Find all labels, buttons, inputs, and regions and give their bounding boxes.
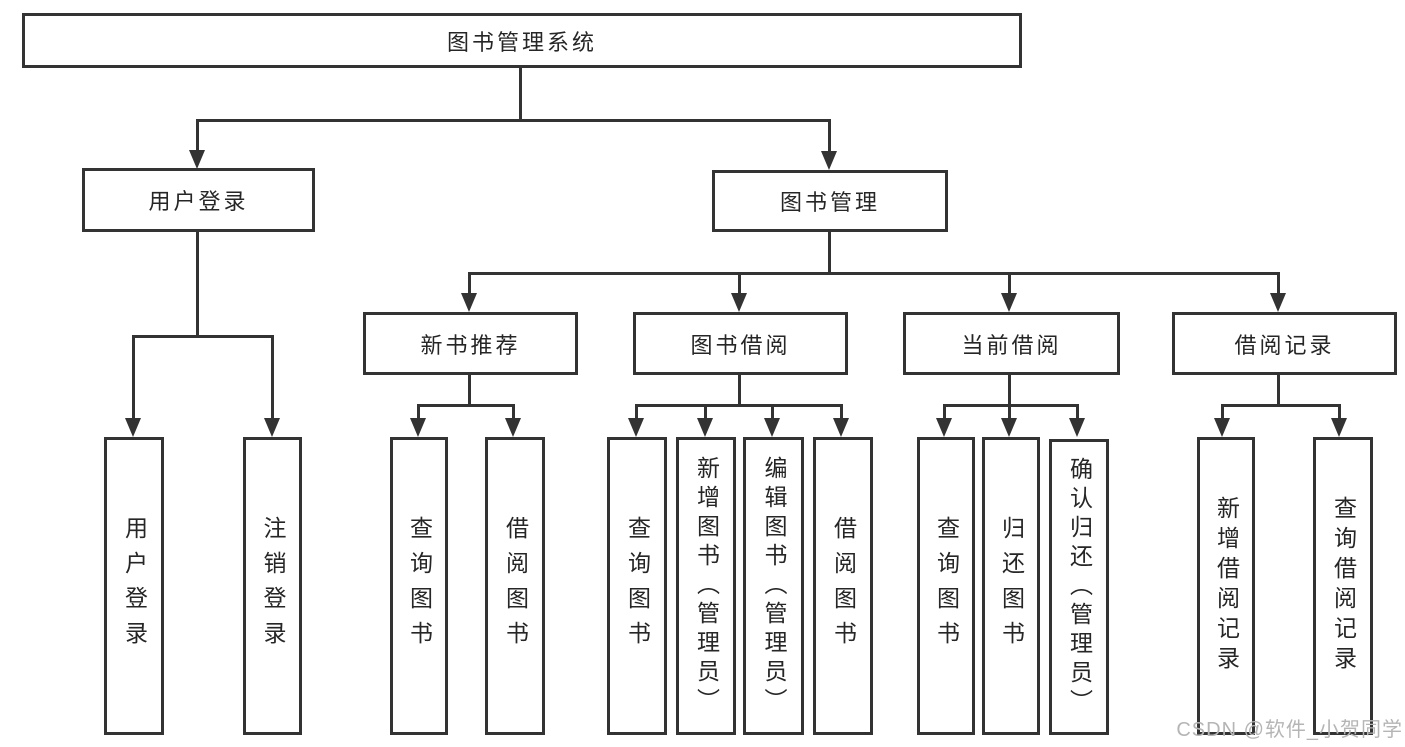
edge-bb-stem-3 (771, 404, 774, 419)
arrow-to-cb-confirm-icon (1069, 418, 1085, 437)
edge-bm-stem-4 (1277, 272, 1280, 295)
node-cb-query-book: 查询图书 (917, 437, 975, 735)
node-nb-query-book: 查询图书 (390, 437, 448, 735)
node-new-book-rec: 新书推荐 (363, 312, 578, 375)
node-book-borrow-label: 图书借阅 (690, 332, 791, 358)
node-nb-query-book-label: 查询图书 (406, 516, 433, 656)
node-book-mgmt-label: 图书管理 (779, 190, 880, 215)
edge-cb-stem-3 (1076, 404, 1079, 419)
arrow-to-bb-edit-icon (764, 418, 780, 437)
node-ul-user-login: 用户登录 (104, 437, 164, 735)
node-user-login: 用户登录 (82, 168, 315, 232)
edge-br-hbar (1221, 404, 1341, 407)
edge-nb-hbar (417, 404, 515, 407)
node-borrow-record-label: 借阅记录 (1234, 332, 1335, 358)
node-current-borrow-label: 当前借阅 (961, 332, 1062, 358)
edge-cb-stem-1 (943, 404, 946, 419)
edge-br-stem-1 (1221, 404, 1224, 419)
arrow-to-current-borrow-icon (1001, 293, 1017, 312)
node-cb-return-book: 归还图书 (982, 437, 1040, 735)
node-book-borrow: 图书借阅 (633, 312, 848, 375)
edge-bm-stem-3 (1008, 272, 1011, 295)
node-user-login-label: 用户登录 (148, 189, 249, 214)
arrow-to-borrow-record-icon (1270, 293, 1286, 312)
arrow-to-ul-user-login-icon (125, 418, 141, 437)
node-current-borrow: 当前借阅 (903, 312, 1120, 375)
edge-bm-stem-1 (468, 272, 471, 295)
edge-nb-stem-2 (512, 404, 515, 419)
node-bb-add-book: 新增图书（管理员） (676, 437, 736, 735)
edge-root-left-stem (196, 119, 199, 152)
edge-ul-right-stem (271, 335, 274, 419)
arrow-to-bb-query-icon (628, 418, 644, 437)
edge-nb-stem (468, 375, 471, 407)
node-cb-confirm-return: 确认归还（管理员） (1049, 439, 1109, 735)
node-br-query-record: 查询借阅记录 (1313, 437, 1373, 735)
arrow-to-user-login-icon (189, 150, 205, 169)
node-bb-query-book: 查询图书 (607, 437, 667, 735)
node-cb-return-book-label: 归还图书 (998, 516, 1025, 656)
node-bb-add-book-label: 新增图书（管理员） (693, 455, 720, 717)
node-bb-borrow-book: 借阅图书 (813, 437, 873, 735)
edge-bb-stem-1 (635, 404, 638, 419)
arrow-to-new-book-rec-icon (461, 293, 477, 312)
edge-bb-stem-4 (840, 404, 843, 419)
csdn-watermark: CSDN @软件_小贺同学 (1176, 719, 1403, 741)
arrow-to-nb-borrow-icon (505, 418, 521, 437)
edge-root-right-stem (828, 119, 831, 152)
node-ul-logout: 注销登录 (243, 437, 302, 735)
node-nb-borrow-book: 借阅图书 (485, 437, 545, 735)
arrow-to-book-borrow-icon (731, 293, 747, 312)
node-book-mgmt: 图书管理 (712, 170, 948, 232)
node-bb-borrow-book-label: 借阅图书 (830, 516, 857, 656)
edge-bm-stem-2 (738, 272, 741, 295)
edge-root-stem (519, 68, 522, 121)
arrow-to-br-query-icon (1331, 418, 1347, 437)
edge-br-stem (1277, 375, 1280, 407)
arrow-to-br-add-icon (1214, 418, 1230, 437)
arrow-to-cb-query-icon (936, 418, 952, 437)
node-br-add-record-label: 新增借阅记录 (1213, 496, 1240, 676)
arrow-to-nb-query-icon (410, 418, 426, 437)
edge-br-stem-2 (1338, 404, 1341, 419)
node-new-book-rec-label: 新书推荐 (420, 332, 521, 358)
node-root: 图书管理系统 (22, 13, 1022, 68)
node-borrow-record: 借阅记录 (1172, 312, 1397, 375)
node-br-add-record: 新增借阅记录 (1197, 437, 1255, 735)
edge-user-login-hbar (132, 335, 274, 338)
edge-root-hbar (196, 119, 831, 122)
edge-cb-stem (1008, 375, 1011, 407)
node-cb-confirm-return-label: 确认归还（管理员） (1066, 456, 1093, 718)
arrow-to-bb-add-icon (697, 418, 713, 437)
edge-nb-stem-1 (417, 404, 420, 419)
node-bb-edit-book-label: 编辑图书（管理员） (761, 455, 787, 717)
arrow-to-bb-borrow-icon (833, 418, 849, 437)
arrow-to-book-mgmt-icon (821, 151, 837, 170)
edge-book-mgmt-stem (828, 232, 831, 275)
arrow-to-ul-logout-icon (264, 418, 280, 437)
edge-user-login-stem (196, 232, 199, 338)
edge-book-mgmt-hbar (468, 272, 1280, 275)
edge-bb-stem-2 (704, 404, 707, 419)
edge-bb-hbar (635, 404, 843, 407)
edge-cb-hbar (943, 404, 1079, 407)
node-cb-query-book-label: 查询图书 (933, 516, 960, 656)
node-root-label: 图书管理系统 (446, 29, 597, 55)
node-nb-borrow-book-label: 借阅图书 (502, 516, 529, 656)
edge-bb-stem (738, 375, 741, 407)
arrow-to-cb-return-icon (1001, 418, 1017, 437)
edge-ul-left-stem (132, 335, 135, 419)
node-bb-query-book-label: 查询图书 (624, 516, 651, 656)
node-br-query-record-label: 查询借阅记录 (1330, 496, 1357, 676)
node-ul-user-login-label: 用户登录 (121, 516, 148, 656)
node-ul-logout-label: 注销登录 (260, 516, 286, 656)
edge-cb-stem-2 (1008, 404, 1011, 419)
node-bb-edit-book: 编辑图书（管理员） (743, 437, 804, 735)
